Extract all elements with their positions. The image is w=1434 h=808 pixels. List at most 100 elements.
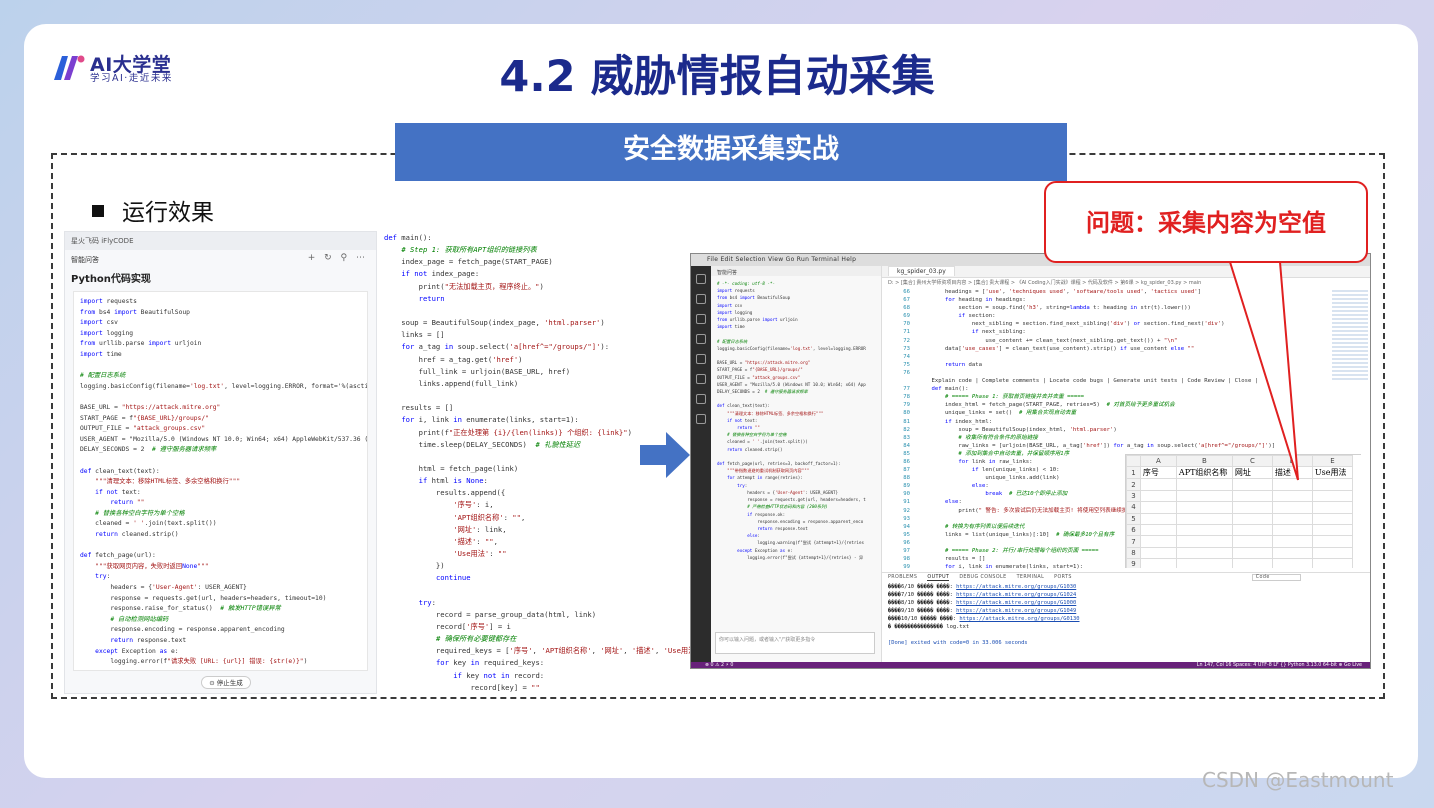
sheet-cell[interactable] (1231, 558, 1273, 568)
sheet-cell[interactable] (1231, 523, 1273, 537)
ide-window: File Edit Selection View Go Run Terminal… (690, 253, 1371, 669)
sheet-cell[interactable] (1231, 512, 1273, 525)
sheet-cell[interactable] (1271, 558, 1313, 568)
sheet-cell[interactable] (1231, 489, 1273, 503)
side-code-line: for attempt in range(retries): (727, 475, 803, 481)
status-left[interactable]: ⊗ 0 ⚠ 2 ⚡ 0 (705, 663, 734, 668)
sheet-cell[interactable] (1175, 489, 1233, 503)
sheet-cell[interactable] (1139, 546, 1177, 560)
settings-icon[interactable] (696, 414, 706, 424)
account-icon[interactable] (696, 394, 706, 404)
sheet-cell[interactable] (1139, 512, 1177, 525)
bottom-panel: PROBLEMS OUTPUT DEBUG CONSOLE TERMINAL PORTS… (882, 572, 1370, 662)
breadcrumb[interactable]: D: > [集合] 貴州大学师资项目内容 > [集合] 贵大课程 > 《AI C… (888, 280, 1202, 286)
chat-code-line: """清理文本：移除HTML标签、多余空格和换行""" (95, 478, 241, 486)
sheet-row-number[interactable]: 5 (1126, 512, 1141, 525)
sheet-cell[interactable] (1271, 546, 1313, 560)
sheet-corner[interactable] (1126, 455, 1141, 468)
sheet-cell[interactable] (1311, 512, 1353, 525)
run-debug-icon[interactable] (696, 334, 706, 344)
search-icon[interactable] (696, 294, 706, 304)
side-code-line: USER_AGENT = "Mozilla/5.0 (Windows NT 10… (717, 381, 866, 387)
sheet-column-header[interactable]: B (1175, 455, 1233, 468)
sheet-cell[interactable] (1175, 535, 1233, 548)
activity-bar[interactable] (691, 266, 711, 662)
editor-code-line: 90 break # 已达10个即停止添加 (903, 491, 1068, 498)
panel-tab[interactable]: OUTPUT (927, 575, 950, 581)
logo-slogan: 学习AI·走近未来 (90, 73, 173, 84)
sheet-cell[interactable] (1139, 523, 1177, 537)
sheet-row-number[interactable]: 4 (1126, 501, 1141, 514)
status-right[interactable]: Ln 147, Col 16 Spaces: 4 UTF-8 LF {} Pyt… (1196, 663, 1362, 668)
explorer-icon[interactable] (696, 274, 706, 284)
sheet-cell[interactable] (1139, 489, 1177, 503)
sheet-cell[interactable] (1311, 523, 1353, 537)
sheet-cell[interactable] (1175, 523, 1233, 537)
output-line: ����8/10 ����� ����: https://attack.mitr… (888, 600, 1077, 606)
panel-tab[interactable]: TERMINAL (1016, 575, 1045, 580)
side-code-line: BASE_URL = "https://attack.mitre.org" (717, 360, 811, 366)
sheet-cell[interactable] (1311, 489, 1353, 503)
editor-code-line: 96 (903, 539, 910, 546)
sheet-column-header[interactable]: C (1231, 455, 1273, 468)
sheet-cell[interactable] (1175, 512, 1233, 525)
sheet-row: 3 (1126, 489, 1353, 503)
sheet-cell[interactable] (1139, 501, 1177, 514)
ai-assistant-icon[interactable] (696, 374, 706, 384)
output-channel-select[interactable]: Code (1251, 574, 1301, 581)
sheet-row-number[interactable]: 7 (1126, 535, 1141, 548)
sheet-cell[interactable] (1175, 501, 1233, 514)
sheet-row-number[interactable]: 2 (1126, 478, 1141, 491)
chat-header-icons[interactable]: + ↻ ⚲ ⋯ (307, 253, 368, 263)
sheet-cell[interactable] (1311, 535, 1353, 548)
sheet-cell[interactable] (1139, 535, 1177, 548)
sheet-cell[interactable]: 序号 (1139, 466, 1177, 480)
panel-tab[interactable]: PROBLEMS (888, 575, 918, 580)
side-ask-input[interactable]: 你可以输入问题，或者输入"/"获取更多指令 (715, 632, 875, 654)
sheet-cell[interactable] (1271, 535, 1313, 548)
sheet-cell[interactable] (1271, 501, 1313, 514)
stop-generate-button[interactable]: ⊙ 停止生成 (201, 676, 251, 689)
editor-code-line: 91 else: (903, 499, 962, 506)
sheet-row-number[interactable]: 9 (1126, 558, 1141, 568)
sheet-cell[interactable] (1231, 546, 1273, 560)
ide-menu[interactable]: File Edit Selection View Go Run Terminal… (707, 256, 857, 263)
sheet-row-number[interactable]: 3 (1126, 489, 1141, 503)
editor-code-line: 79 index_html = fetch_page(START_PAGE, r… (903, 402, 1175, 409)
sheet-row: 6 (1126, 523, 1353, 537)
sheet-cell[interactable] (1231, 535, 1273, 548)
sheet-cell[interactable] (1311, 558, 1353, 568)
sheet-cell[interactable] (1311, 546, 1353, 560)
chat-code-line (80, 456, 361, 467)
source-control-icon[interactable] (696, 314, 706, 324)
side-code-line: logging.warning(f"尝试 {attempt+1}/{retrie… (717, 540, 865, 546)
sheet-row-number[interactable]: 1 (1126, 466, 1141, 480)
sheet-cell[interactable] (1271, 489, 1313, 503)
chat-code-line: # 配置日志系统 (80, 372, 126, 380)
sheet-cell[interactable] (1175, 546, 1233, 560)
sheet-cell[interactable] (1271, 512, 1313, 525)
editor-code-line: 76 (903, 369, 910, 376)
sheet-cell[interactable] (1139, 558, 1177, 568)
sheet-column-header[interactable]: A (1139, 455, 1177, 468)
editor-code-line: 98 results = [] (903, 556, 986, 563)
sheet-row-number[interactable]: 6 (1126, 523, 1141, 537)
editor-tab[interactable]: kg_spider_03.py (888, 266, 955, 276)
bullet-point: 运行效果 (92, 193, 214, 227)
mid-code-line: }) (384, 561, 445, 571)
sheet-row-number[interactable]: 8 (1126, 546, 1141, 560)
sheet-cell[interactable] (1311, 501, 1353, 514)
mid-code-line: time.sleep(DELAY_SECONDS) # 礼貌性延迟 (384, 439, 581, 449)
sheet-cell[interactable] (1231, 501, 1273, 514)
sheet-cell[interactable] (1139, 478, 1177, 491)
extensions-icon[interactable] (696, 354, 706, 364)
sheet-column-header[interactable]: E (1311, 455, 1353, 468)
sheet-cell[interactable] (1271, 523, 1313, 537)
chat-code-line: response.encoding = response.apparent_en… (80, 626, 285, 634)
sheet-cell[interactable] (1175, 558, 1233, 568)
panel-tab[interactable]: DEBUG CONSOLE (959, 575, 1007, 580)
side-code-line: START_PAGE = f"{BASE_URL}/groups/" (717, 367, 803, 373)
panel-tab[interactable]: PORTS (1054, 575, 1072, 580)
minimap[interactable] (1332, 290, 1368, 380)
mid-code-line (384, 305, 690, 317)
